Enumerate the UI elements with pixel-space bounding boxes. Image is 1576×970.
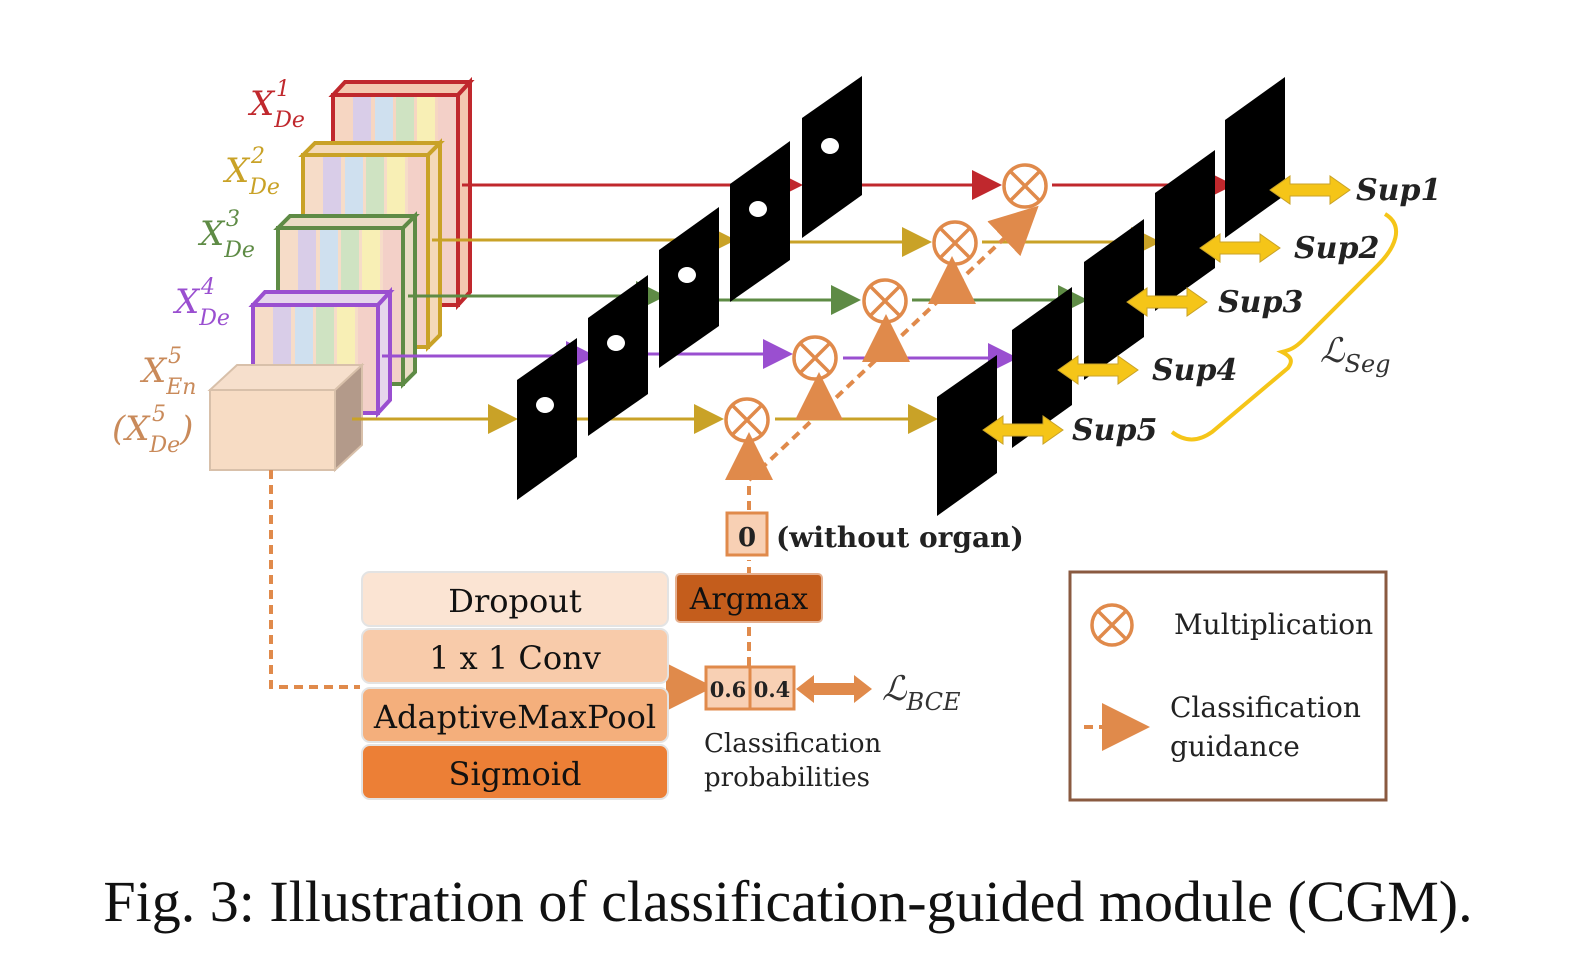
legend: Multiplication Classification guidance xyxy=(1068,570,1388,802)
legend-guidance-line2: guidance xyxy=(1170,730,1300,763)
layer-dropout-label: Dropout xyxy=(448,582,582,620)
probability-value-2: 0.4 xyxy=(754,677,791,702)
legend-guidance-line1: Classification xyxy=(1170,691,1361,724)
label-x-de3: XDe xyxy=(197,214,255,263)
mask-pred-4 xyxy=(588,275,648,436)
supervision-arrows xyxy=(982,175,1351,445)
mask-out-5 xyxy=(937,355,997,516)
probabilities-label-2: probabilities xyxy=(704,763,870,793)
label-x-de4-sup: 4 xyxy=(200,275,215,300)
label-x-de3-sup: 3 xyxy=(226,207,240,232)
multiply-icon xyxy=(1090,603,1134,647)
predicted-masks xyxy=(517,76,862,500)
mask-pred-1 xyxy=(802,76,862,238)
mask-out-4 xyxy=(1012,287,1072,448)
output-masks xyxy=(937,77,1285,516)
argmax-block xyxy=(675,573,823,623)
mask-pred-5 xyxy=(517,338,577,500)
mask-out-2 xyxy=(1155,150,1215,311)
mask-out-3 xyxy=(1084,219,1144,380)
figure-caption: Fig. 3: Illustration of classification-g… xyxy=(103,869,1473,934)
sup3-arrow xyxy=(1126,287,1208,317)
seg-brace xyxy=(1170,212,1398,442)
sup2-arrow xyxy=(1199,233,1281,263)
sup5-label: Sup5 xyxy=(1072,413,1157,448)
multiply-icon xyxy=(724,397,770,443)
label-x-en5-sup: 5 xyxy=(168,344,182,369)
layer-conv xyxy=(361,628,669,684)
classifier-stack: Dropout 1 x 1 Conv AdaptiveMaxPool Sigmo… xyxy=(361,571,669,800)
multiply-icon xyxy=(862,278,908,324)
layer-adaptivemaxpool-label: AdaptiveMaxPool xyxy=(373,698,656,736)
multiply-icon xyxy=(792,335,838,381)
mask-pred-2 xyxy=(730,141,790,302)
label-x-en5: XEn xyxy=(139,351,196,400)
sup2-label: Sup2 xyxy=(1294,231,1379,266)
argmax-label: Argmax xyxy=(689,582,809,617)
sup3-label: Sup3 xyxy=(1218,285,1303,320)
layer-conv-label: 1 x 1 Conv xyxy=(429,639,601,677)
guidance-paths xyxy=(269,205,1039,711)
label-x-de5-alt: (XDe) xyxy=(112,409,193,458)
layer-sigmoid xyxy=(361,744,669,800)
argmax-output-note: (without organ) xyxy=(776,521,1024,554)
label-x-de4: XDe xyxy=(172,282,230,331)
label-x-de5-alt-sup: 5 xyxy=(152,402,166,427)
label-x-de1-sup: 1 xyxy=(276,77,290,102)
bce-arrow xyxy=(796,675,872,703)
loss-seg-label: ℒSeg xyxy=(1320,331,1391,378)
sup4-arrow xyxy=(1057,355,1139,385)
multiply-icon xyxy=(932,220,978,266)
sup4-label: Sup4 xyxy=(1152,353,1237,388)
legend-multiplication: Multiplication xyxy=(1174,608,1373,641)
argmax-output-value: 0 xyxy=(738,523,756,553)
argmax-output-box xyxy=(725,511,769,557)
label-x-de1: XDe xyxy=(247,84,305,133)
feature-block-en5 xyxy=(207,362,365,473)
probability-value-1: 0.6 xyxy=(710,677,747,702)
loss-bce-label: ℒBCE xyxy=(882,669,961,716)
label-x-de2-sup: 2 xyxy=(250,144,265,169)
sup1-label: Sup1 xyxy=(1356,173,1441,208)
probabilities-label-1: Classification xyxy=(704,729,882,759)
layer-sigmoid-label: Sigmoid xyxy=(449,755,582,793)
mask-pred-3 xyxy=(659,207,719,368)
layer-adaptivemaxpool xyxy=(361,687,669,743)
layer-dropout xyxy=(361,571,669,627)
label-x-de2: XDe xyxy=(222,151,280,200)
probability-boxes xyxy=(704,665,796,711)
multiply-icon xyxy=(1002,163,1048,209)
mask-out-1 xyxy=(1225,77,1285,238)
sup5-arrow xyxy=(982,415,1064,445)
sup1-arrow xyxy=(1269,175,1351,205)
